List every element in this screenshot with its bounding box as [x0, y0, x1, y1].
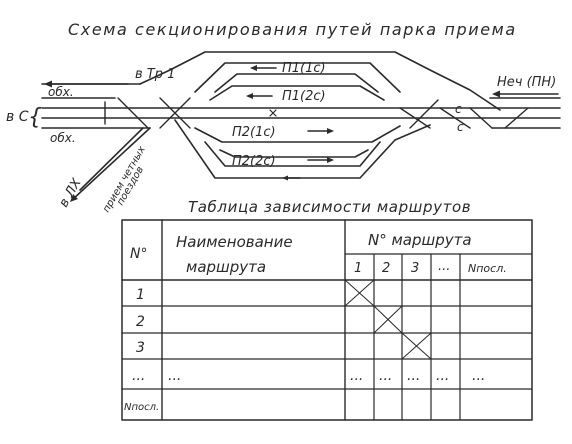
crossover-right-4 — [469, 107, 493, 129]
diagram-title: Схема секционирования путей парка приема — [68, 20, 517, 39]
track-label: П2(1с) — [232, 125, 276, 140]
row-name: ... — [168, 368, 181, 384]
yard-outer-tracks — [139, 51, 501, 179]
row-num: 1 — [136, 287, 145, 303]
branch-to-lkh-2 — [79, 127, 144, 191]
subheader-col-3: 3 — [411, 261, 419, 276]
subheader-col-1: 1 — [354, 261, 362, 276]
dependency-table: N° Наименование маршрута N° маршрута 1 2… — [121, 219, 533, 421]
header-name-line1: Наименование — [176, 233, 293, 251]
tick-mark — [269, 109, 277, 117]
track-label: П1(1с) — [282, 61, 326, 76]
track-label: П1(2с) — [282, 89, 326, 104]
track-p2-2s: П2(2с) — [204, 141, 381, 181]
track-p1-1s-line — [194, 62, 401, 93]
diagonal-cross — [344, 279, 375, 307]
label-obkh-top: обх. — [48, 85, 74, 99]
crossover-right-2 — [409, 99, 439, 129]
diagonal-cross — [401, 332, 432, 360]
crossover-left-2 — [159, 97, 191, 129]
arrowhead-right — [327, 157, 334, 163]
header-name-line2: маршрута — [186, 258, 266, 276]
label-obkh-bottom: обх. — [50, 131, 76, 145]
outer-track-bottom — [174, 119, 431, 179]
row-num: Nпосл. — [124, 402, 159, 413]
switch-crossings — [104, 97, 529, 129]
row-num: 3 — [136, 340, 145, 356]
label-vs: в С — [6, 109, 29, 125]
subheader-col-2: 2 — [382, 261, 390, 276]
arrowhead-down-left — [70, 194, 78, 202]
track-p2-1s: П2(1с) — [194, 125, 401, 143]
right-labels: Неч (ПН) c c — [455, 75, 559, 134]
track-p2-2s-line — [204, 141, 381, 167]
diagonal-cross — [373, 305, 403, 334]
subheader-col-5: Nпосл. — [468, 262, 507, 275]
arrowhead-left — [250, 65, 257, 71]
header-num: N° — [130, 246, 147, 262]
row-cell: ... — [350, 368, 363, 384]
row-num: ... — [132, 368, 145, 384]
track-p1-1s: П1(1с) — [194, 61, 401, 93]
arrowhead-left — [246, 93, 253, 99]
row-num: 2 — [136, 314, 145, 330]
row-cell: ... — [472, 368, 485, 384]
table-border — [121, 219, 533, 421]
arrowhead-left — [282, 175, 288, 181]
track-p2-2s-line-inner — [219, 149, 369, 158]
table-title: Таблица зависимости маршрутов — [188, 198, 471, 216]
label-exit-mark-bottom: c — [457, 120, 464, 134]
left-labels: в Тр 1 в С { обх. обх. в ЛХ прием четных… — [6, 67, 175, 215]
crossover-right-1 — [399, 107, 431, 129]
track-p2-1s-line — [194, 125, 401, 143]
row-cell: ... — [436, 368, 449, 384]
arrowhead-left — [44, 80, 52, 88]
track-p1-2s: П1(2с) — [209, 85, 385, 104]
track-p1-1s-line-inner — [214, 73, 379, 93]
arrowhead-right — [327, 128, 334, 134]
subheader-col-4: ... — [438, 259, 450, 274]
track-label: П2(2с) — [232, 154, 276, 169]
row-cell: ... — [407, 368, 420, 384]
crossover-left-3 — [117, 97, 149, 129]
header-route-group: N° маршрута — [368, 231, 472, 249]
branch-to-lkh-1 — [71, 127, 151, 201]
crossover-right-5 — [504, 107, 529, 129]
outer-track-top — [139, 51, 501, 111]
label-brace: { — [28, 105, 42, 130]
track-p1-2s-line — [209, 85, 385, 101]
crossover-right-3 — [439, 107, 471, 129]
row-cell: ... — [379, 368, 392, 384]
label-to-tr1: в Тр 1 — [135, 67, 175, 82]
label-exit-mark-top: c — [455, 102, 462, 116]
label-from-nech: Неч (ПН) — [497, 75, 556, 90]
arrowhead-left — [492, 90, 500, 98]
